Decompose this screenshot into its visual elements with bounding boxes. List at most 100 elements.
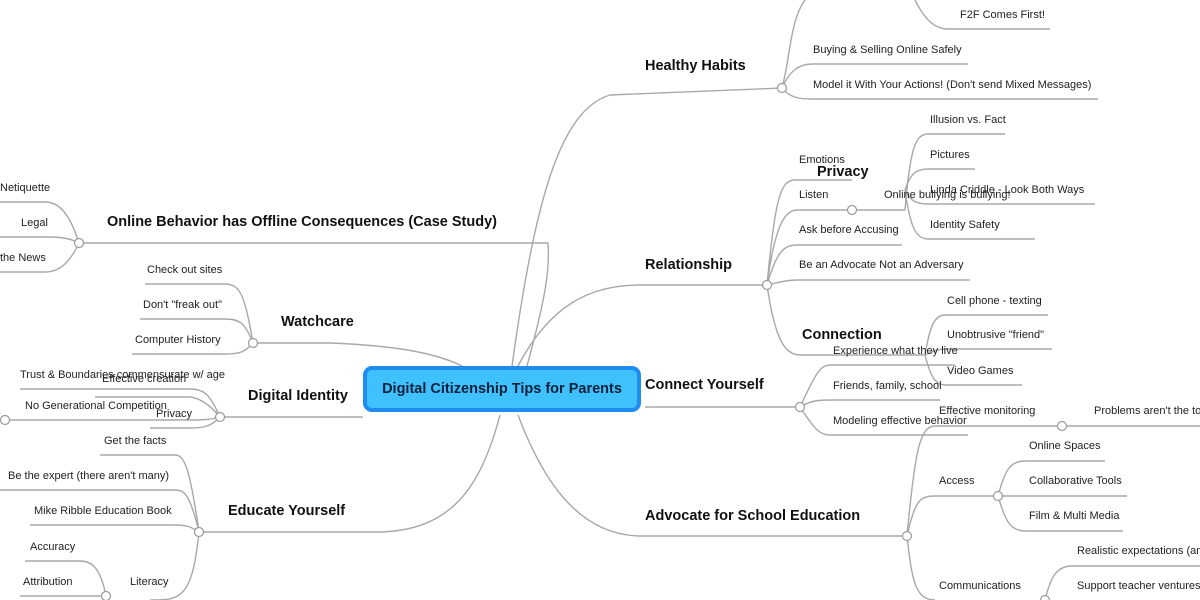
branch-privacy[interactable]: Privacy — [817, 164, 869, 180]
connector — [924, 354, 1022, 386]
branch-healthy-habits[interactable]: Healthy Habits — [645, 58, 746, 74]
connector — [766, 179, 852, 286]
topic-friends-family-school[interactable]: Friends, family, school — [833, 380, 942, 392]
root-topic[interactable]: Digital Citizenship Tips for Parents — [363, 366, 641, 412]
topic-privacy[interactable]: Privacy — [156, 408, 193, 420]
connector — [0, 236, 80, 244]
branch-connection[interactable]: Connection — [802, 327, 882, 343]
connector — [781, 63, 968, 89]
connector — [20, 388, 221, 418]
node-connector-dot — [846, 204, 858, 216]
branch-connect-yourself[interactable]: Connect Yourself — [645, 377, 764, 393]
connector — [799, 399, 940, 408]
connector — [766, 244, 902, 286]
connector — [0, 242, 80, 273]
connector — [0, 489, 200, 533]
topic-illusion-vs-fact[interactable]: Illusion vs. Fact — [930, 114, 1006, 126]
node-connector-dot — [794, 401, 806, 413]
topic-mike-ribble[interactable]: Mike Ribble Education Book — [34, 505, 172, 517]
topic-collaborative-tools[interactable]: Collaborative Tools — [1029, 475, 1122, 487]
connector — [904, 189, 1035, 240]
topic-access[interactable]: Access — [939, 475, 975, 487]
node-connector-dot — [193, 526, 205, 538]
connector — [199, 414, 501, 533]
topic-listen[interactable]: Listen — [799, 189, 829, 201]
topic-linda-criddle[interactable]: Linda Criddle - Look Both Ways — [930, 184, 1085, 196]
node-connector-dot — [0, 414, 11, 426]
connector — [914, 0, 1050, 30]
branch-digital-identity[interactable]: Digital Identity — [248, 388, 348, 404]
connector — [781, 0, 806, 89]
node-connector-dot — [776, 82, 788, 94]
connector — [517, 284, 767, 367]
topic-buying-selling[interactable]: Buying & Selling Online Safely — [813, 44, 962, 56]
node-connector-dot — [247, 337, 259, 349]
topic-accuracy[interactable]: Accuracy — [30, 541, 76, 553]
topic-trust-boundaries[interactable]: Trust & Boundaries commensurate w/ age — [20, 369, 226, 381]
topic-computer-history[interactable]: Computer History — [135, 334, 221, 346]
topic-experience-what-they-live[interactable]: Experience what they live — [833, 345, 958, 357]
connector — [904, 168, 975, 191]
topic-literacy[interactable]: Literacy — [130, 576, 169, 588]
node-connector-dot — [901, 530, 913, 542]
connector — [25, 560, 107, 597]
topic-be-the-expert[interactable]: Be the expert (there aren't many) — [8, 470, 170, 482]
topic-ask-before-accusing[interactable]: Ask before Accusing — [799, 224, 899, 236]
connector — [924, 348, 1052, 356]
topic-communications[interactable]: Communications — [939, 580, 1021, 592]
connector — [140, 318, 254, 344]
topic-emotions[interactable]: Emotions — [799, 154, 845, 166]
branch-watchcare[interactable]: Watchcare — [281, 314, 354, 330]
topic-video-games[interactable]: Video Games — [947, 365, 1014, 377]
connector — [924, 314, 1048, 356]
connector — [904, 133, 1005, 211]
topic-get-the-facts[interactable]: Get the facts — [104, 435, 167, 447]
topic-cell-phone[interactable]: Cell phone - texting — [947, 295, 1042, 307]
connector — [253, 342, 463, 367]
connector — [799, 364, 955, 408]
topic-problems[interactable]: Problems aren't the to — [1094, 405, 1200, 417]
topic-dont-freak-out[interactable]: Don't "freak out" — [143, 299, 223, 311]
connector — [100, 454, 200, 533]
topic-no-generational-competition[interactable]: No Generational Competition — [25, 400, 167, 412]
topic-pictures[interactable]: Pictures — [930, 149, 970, 161]
topic-check-out-sites[interactable]: Check out sites — [147, 264, 223, 276]
connector — [906, 535, 936, 600]
topic-attribution[interactable]: Attribution — [23, 576, 73, 588]
node-connector-dot — [1056, 420, 1068, 432]
node-connector-dot — [992, 490, 1004, 502]
node-connector-dot — [73, 237, 85, 249]
topic-legal[interactable]: Legal — [21, 217, 48, 229]
topic-identity-safety[interactable]: Identity Safety — [930, 219, 1000, 231]
topic-film-multi-media[interactable]: Film & Multi Media — [1029, 510, 1120, 522]
branch-relationship[interactable]: Relationship — [645, 257, 733, 273]
topic-online-bullying[interactable]: Online bullying is bullying! — [884, 189, 1011, 201]
topic-effective-creation[interactable]: Effective creation — [102, 373, 187, 385]
connector — [145, 283, 254, 344]
connector — [0, 201, 80, 244]
topic-effective-monitoring[interactable]: Effective monitoring — [939, 405, 1036, 417]
topic-online-spaces[interactable]: Online Spaces — [1029, 440, 1101, 452]
topic-unobtrusive-friend[interactable]: Unobtrusive "friend" — [947, 329, 1045, 341]
topic-netiquette[interactable]: Netiquette — [0, 182, 51, 194]
connector — [30, 524, 200, 533]
branch-advocate-school-education[interactable]: Advocate for School Education — [645, 508, 861, 524]
topic-f2f-comes-first[interactable]: F2F Comes First! — [960, 9, 1045, 21]
topic-modeling-effective-behavior[interactable]: Modeling effective behavior — [833, 415, 967, 427]
branch-online-behavior[interactable]: Online Behavior has Offline Consequences… — [107, 214, 497, 230]
topic-realistic-expectations[interactable]: Realistic expectations (an — [1077, 545, 1200, 557]
connector — [766, 284, 925, 356]
topic-support-teacher-ventures[interactable]: Support teacher ventures — [1077, 580, 1200, 592]
topic-the-news[interactable]: the News — [0, 252, 46, 264]
branch-educate-yourself[interactable]: Educate Yourself — [228, 503, 346, 519]
topic-model-it[interactable]: Model it With Your Actions! (Don't send … — [813, 79, 1092, 91]
connector — [997, 495, 1123, 532]
connector — [1044, 565, 1200, 600]
node-connector-dot — [1039, 594, 1051, 600]
connector — [906, 495, 998, 537]
connector — [79, 242, 550, 367]
topic-be-an-advocate[interactable]: Be an Advocate Not an Adversary — [799, 259, 964, 271]
connector — [799, 406, 968, 436]
